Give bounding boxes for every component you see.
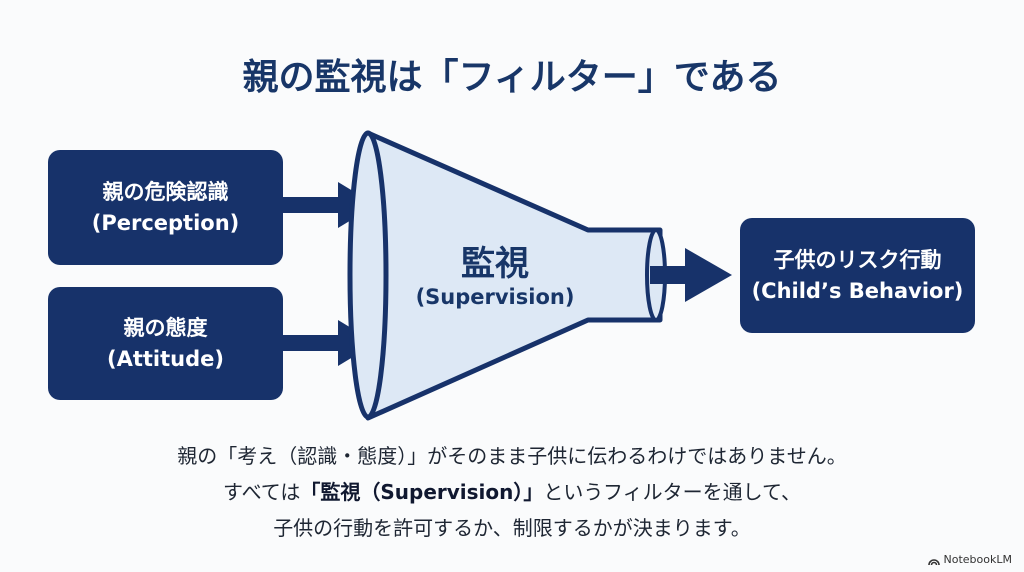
output-en: (Child’s Behavior)	[751, 278, 964, 303]
caption-line-2-pre: すべては	[222, 480, 301, 504]
output-jp: 子供のリスク行動	[773, 248, 942, 273]
caption-line-1: 親の「考え（認識・態度）」がそのまま子供に伝わるわけではありません。	[177, 444, 847, 468]
arrow-output-head	[685, 248, 732, 302]
caption: 親の「考え（認識・態度）」がそのまま子供に伝わるわけではありません。 すべては「…	[0, 438, 1024, 546]
caption-line-2-bold: 「監視（Supervision）」	[300, 480, 544, 504]
input-perception-jp: 親の危険認識	[102, 180, 229, 205]
funnel-mouth	[347, 130, 389, 420]
filter-label: 監視 (Supervision)	[380, 244, 610, 309]
caption-line-3: 子供の行動を許可するか、制限するかが決まります。	[273, 516, 751, 540]
slide-title: 親の監視は「フィルター」である	[242, 57, 782, 98]
arrow-attitude-shaft	[283, 335, 343, 351]
arrow-perception-shaft	[283, 197, 343, 213]
input-perception-en: (Perception)	[91, 210, 240, 235]
input-box-attitude: 親の態度 (Attitude)	[48, 287, 283, 400]
filter-label-jp: 監視	[461, 244, 529, 284]
input-attitude-jp: 親の態度	[123, 316, 208, 341]
caption-line-2: すべては「監視（Supervision）」というフィルターを通して、	[0, 474, 1024, 510]
filter-label-en: (Supervision)	[415, 284, 575, 309]
brand-name: NotebookLM	[943, 553, 1012, 566]
brand-watermark: NotebookLM	[927, 553, 1012, 566]
output-box-behavior: 子供のリスク行動 (Child’s Behavior)	[740, 218, 975, 333]
caption-line-2-post: というフィルターを通して、	[543, 480, 802, 504]
input-attitude-en: (Attitude)	[107, 346, 224, 371]
input-box-perception: 親の危険認識 (Perception)	[48, 150, 283, 265]
notebooklm-logo-icon	[927, 558, 940, 565]
